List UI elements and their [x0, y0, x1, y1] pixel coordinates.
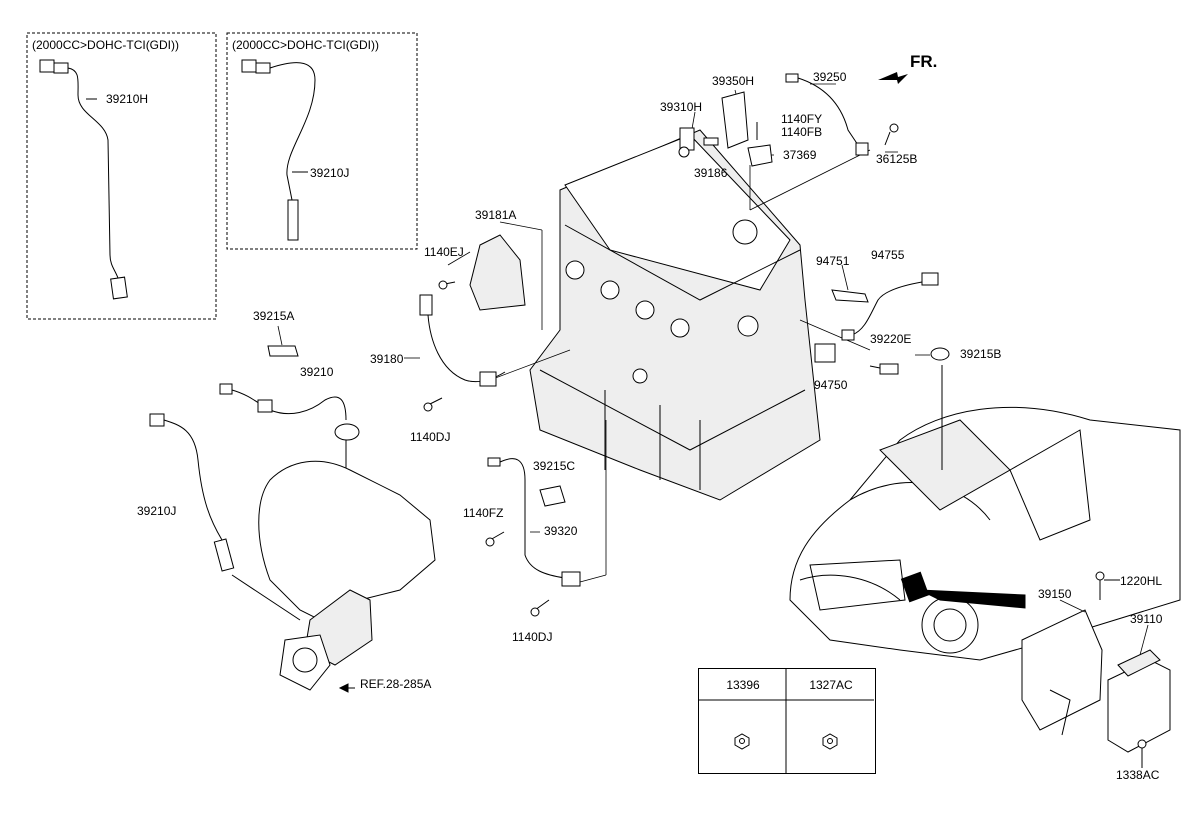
part-label-39110: 39110	[1130, 612, 1163, 626]
part-label-39350H: 39350H	[712, 74, 755, 88]
part-label-39215A: 39215A	[253, 309, 295, 323]
part-label-1220HL: 1220HL	[1120, 574, 1163, 588]
part-label-39250: 39250	[813, 70, 847, 84]
part-label-36125B: 36125B	[876, 152, 918, 166]
part-label-94755: 94755	[871, 248, 905, 262]
grommet-39215B	[930, 347, 950, 361]
part-label-1140DJ-b: 1140DJ	[512, 630, 553, 644]
variant-box-1	[26, 32, 217, 320]
vehicle	[789, 365, 1181, 661]
variant-header-1: (2000CC>DOHC-TCI(GDI))	[32, 38, 180, 52]
bracket-39350H	[721, 91, 749, 149]
table-header-1327AC: 1327AC	[809, 678, 853, 692]
part-label-94750: 94750	[814, 378, 848, 392]
part-label-39210H: 39210H	[106, 92, 149, 106]
nut-1327AC-icon	[822, 733, 838, 750]
sensor-94750	[814, 343, 836, 363]
ecu-bracket-39150	[1021, 609, 1103, 736]
part-label-1140FY: 1140FY	[781, 112, 823, 126]
reference-label: REF.28-285A	[360, 677, 432, 691]
sensor-39250	[785, 73, 869, 156]
ecu-location-arrow	[919, 589, 1026, 609]
part-label-39150: 39150	[1038, 587, 1072, 601]
part-label-39220E: 39220E	[870, 332, 912, 346]
sensor-39320	[487, 457, 581, 587]
sensor-39220E	[869, 363, 899, 375]
sensor-39180	[419, 294, 506, 387]
part-label-39210J-box: 39210J	[310, 166, 350, 180]
part-label-39186: 39186	[694, 166, 728, 180]
part-label-37369: 37369	[783, 148, 817, 162]
fastener-table: 13396 1327AC	[698, 668, 876, 774]
heat-shield	[469, 234, 526, 311]
part-label-39210J: 39210J	[137, 504, 177, 518]
part-label-39181A: 39181A	[475, 208, 517, 222]
bracket-37369	[747, 144, 773, 167]
oxygen-sensor-39210H	[39, 59, 128, 300]
part-label-39215C: 39215C	[533, 459, 576, 473]
variant-header-2: (2000CC>DOHC-TCI(GDI))	[232, 38, 380, 52]
nut-13396-icon	[734, 733, 750, 750]
sensor-94751	[831, 289, 869, 303]
part-label-39310H: 39310H	[660, 100, 703, 114]
oxygen-sensor-39210J-lower	[149, 413, 301, 621]
sensor-39310H	[678, 127, 695, 158]
part-label-94751: 94751	[816, 254, 850, 268]
exhaust-manifold	[258, 460, 436, 691]
bolt-1140DJ-a	[423, 397, 443, 412]
table-header-13396: 13396	[726, 678, 760, 692]
ecu-39110	[1107, 649, 1171, 753]
bolt-1140EJ	[438, 280, 456, 290]
part-label-1140FZ: 1140FZ	[463, 506, 504, 520]
front-arrow	[878, 72, 908, 84]
part-label-39215B: 39215B	[960, 347, 1002, 361]
ref-arrow	[338, 683, 355, 693]
bolt-1140FZ	[485, 531, 505, 547]
bolt-1338AC	[1137, 739, 1147, 768]
part-label-1140FB: 1140FB	[781, 125, 823, 139]
bolt-36125B	[884, 123, 899, 146]
variant-box-2	[226, 32, 418, 250]
front-indicator: FR.	[910, 52, 938, 71]
part-label-1140DJ-a: 1140DJ	[410, 430, 451, 444]
part-label-39210: 39210	[300, 365, 334, 379]
part-label-39320: 39320	[544, 524, 578, 538]
oring-39186	[703, 137, 719, 146]
part-label-1338AC: 1338AC	[1116, 768, 1160, 782]
part-label-1140EJ: 1140EJ	[424, 245, 464, 259]
part-label-39180: 39180	[370, 352, 404, 366]
bolt-1220HL	[1095, 571, 1120, 600]
bolt-1140DJ-b	[530, 599, 550, 617]
oxygen-sensor-39210	[219, 383, 360, 535]
oxygen-sensor-39210J	[241, 59, 316, 241]
engine-block	[529, 129, 821, 501]
clip-39215A	[267, 345, 299, 357]
sensor-94755	[841, 272, 939, 341]
